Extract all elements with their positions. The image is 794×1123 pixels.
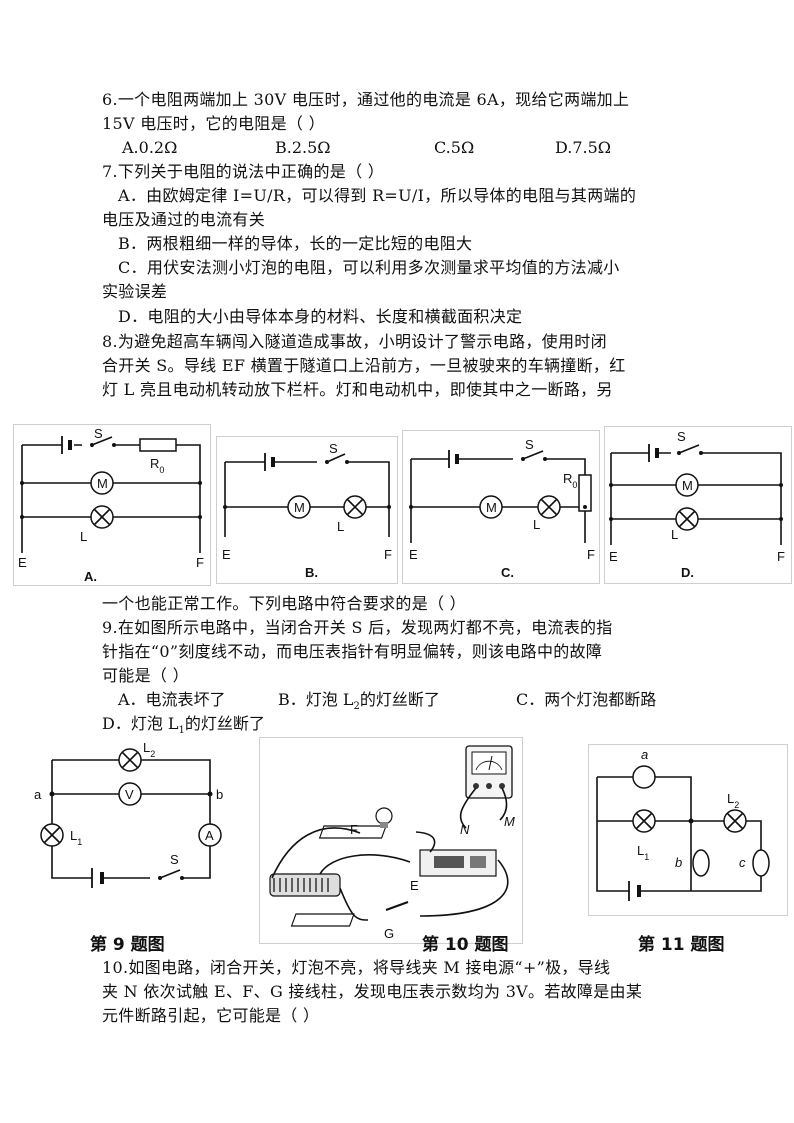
q8d-e-label: E [609,549,618,564]
q6-option-a: A.0.2Ω [122,138,178,157]
fig11-l2-label: L2 [727,791,739,810]
fig11-a-label: a [641,747,648,762]
fig9-s-label: S [170,852,179,867]
figure-9-circuit: L2 V a b L1 A S [34,740,223,888]
fig9-ammeter-label: A [205,828,214,843]
figure-9-caption: 第 9 题图 [90,935,165,955]
q8b-lamp-label: L [337,519,344,534]
figure-11-circuit: a L1 L2 b c [588,744,788,916]
q8a-motor-label: M [97,476,108,491]
q6-line-1: 6.一个电阻两端加上 30V 电压时，通过他的电流是 6A，现给它两端加上 [102,90,630,109]
q8d-f-label: F [777,549,785,564]
q10-line-3: 元件断路引起，它可能是（ ） [102,1006,320,1025]
q6-option-c: C.5Ω [434,138,475,157]
q8-line-1: 8.为避免超高车辆闯入隧道造成事故，小明设计了警示电路，使用时闭 [102,332,607,351]
figure-11-caption: 第 11 题图 [638,935,725,955]
q8d-motor-label: M [682,478,693,493]
q8-line-3: 灯 L 亮且电动机转动放下栏杆。灯和电动机中，即使其中之一断路，另 [102,380,613,399]
q9-line-1: 9.在如图所示电路中，当闭合开关 S 后，发现两灯都不亮，电流表的指 [102,618,613,637]
q6-option-b: B.2.5Ω [275,138,331,157]
q7-option-a-line2: 电压及通过的电流有关 [102,210,266,229]
q8a-r-label: R0 [150,456,164,475]
fig10-m-label: M [504,814,515,829]
q7-option-d: D．电阻的大小由导体本身的材料、长度和横截面积决定 [118,307,523,326]
q8b-option-label: B. [305,565,318,580]
q8a-e-label: E [18,555,27,570]
q8b-motor-label: M [294,500,305,515]
fig9-v-label: V [125,787,134,802]
q9-line-3: 可能是（ ） [102,666,189,685]
q8-line-4: 一个也能正常工作。下列电路中符合要求的是（ ） [102,594,466,613]
fig11-b-label: b [675,855,682,870]
q9-option-a: A．电流表坏了 [118,690,226,709]
q7-option-c-line1: C．用伏安法测小灯泡的电阻，可以利用多次测量求平均值的方法减小 [118,258,620,277]
q8a-option-label: A. [84,569,97,584]
q8c-motor-label: M [486,500,497,515]
q9-option-b: B．灯泡 L2的灯丝断了 [278,690,440,713]
fig9-l2-label: L2 [143,740,155,759]
q8c-r-label: R0 [563,471,577,490]
figure-10-caption: 第 10 题图 [422,935,509,955]
q8d-s-label: S [677,429,686,444]
q8b-e-label: E [222,547,231,562]
q8b-s-label: S [329,441,338,456]
q8-figure-c: S R0 M L E F C. [402,430,600,584]
fig11-l1-label: L1 [637,843,649,862]
q8-figure-a: S R0 M L E F A. [13,424,211,586]
q8c-s-label: S [525,437,534,452]
fig10-f-label: F [350,822,358,837]
q8a-lamp-label: L [80,529,87,544]
q8a-f-label: F [196,555,204,570]
q8b-f-label: F [384,547,392,562]
q8-figure-b: S M L E F B. [216,436,398,584]
figure-10-apparatus: F E G N M [259,737,523,944]
fig10-e-label: E [410,878,419,893]
q8c-f-label: F [587,547,595,562]
q10-line-1: 10.如图电路，闭合开关，灯泡不亮，将导线夹 M 接电源“+”极，导线 [102,958,611,977]
q9-option-c: C．两个灯泡都断路 [516,690,657,709]
q8d-option-label: D. [681,565,694,580]
fig11-c-label: c [739,855,746,870]
fig10-g-label: G [384,926,394,941]
fig10-n-label: N [460,822,470,837]
q7-stem: 7.下列关于电阻的说法中正确的是（ ） [102,162,385,181]
q10-line-2: 夹 N 依次试触 E、F、G 接线柱，发现电压表示数均为 3V。若故障是由某 [102,982,643,1001]
fig9-a-label: a [34,787,42,802]
q8c-e-label: E [409,547,418,562]
q8c-lamp-label: L [533,517,540,532]
q8-figure-d: S M L E F D. [604,426,792,584]
q8d-lamp-label: L [671,527,678,542]
q7-option-c-line2: 实验误差 [102,282,168,301]
q9-option-d: D．灯泡 L1的灯丝断了 [102,714,265,737]
q8-line-2: 合开关 S。导线 EF 横置于隧道口上沿前方，一旦被驶来的车辆撞断，红 [102,356,626,375]
q8a-s-label: S [94,426,103,441]
fig9-b-label: b [216,787,223,802]
q6-line-2: 15V 电压时，它的电阻是（ ） [102,114,325,133]
fig9-l1-label: L1 [70,828,82,847]
q7-option-a-line1: A．由欧姆定律 I=U/R，可以得到 R=U/I，所以导体的电阻与其两端的 [118,186,637,205]
q8c-option-label: C. [501,565,514,580]
q6-option-d: D.7.5Ω [555,138,612,157]
q9-line-2: 针指在“0”刻度线不动，而电压表指针有明显偏转，则该电路中的故障 [102,642,603,661]
q7-option-b: B．两根粗细一样的导体，长的一定比短的电阻大 [118,234,473,253]
